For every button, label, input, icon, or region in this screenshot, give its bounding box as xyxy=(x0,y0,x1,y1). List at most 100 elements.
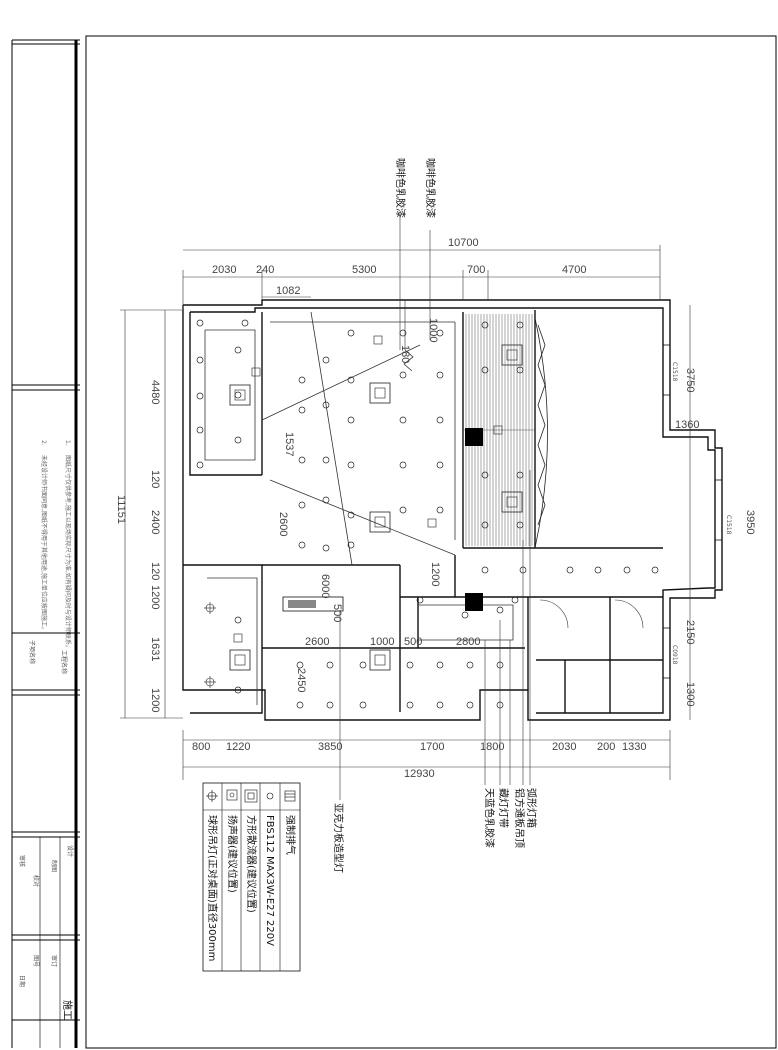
diffuser-icon xyxy=(229,649,251,671)
downlight-icon xyxy=(623,566,631,574)
dim-int-1000-h: 1000 xyxy=(370,636,394,648)
speaker-icon xyxy=(233,633,243,643)
dim-left-2: 120 xyxy=(149,470,161,488)
callout-coffee-paint-1: 咖啡色乳胶漆 xyxy=(394,158,407,218)
callout-hidden-light-strip: 藏灯灯带 xyxy=(497,788,509,828)
speaker-icon xyxy=(251,367,261,377)
row-check: 校对 xyxy=(32,875,40,887)
legend-label-downlight: FBS112 MAX3W-E27 220V xyxy=(264,815,275,946)
window-tag-1: C1518 xyxy=(671,362,678,382)
downlight-icon xyxy=(399,371,407,379)
diffuser-core xyxy=(506,349,518,361)
dim-int-180: 180 xyxy=(399,345,411,363)
downlight-icon xyxy=(296,661,304,669)
downlight-icon xyxy=(298,406,306,414)
callout-aluminium-grille: 铝方通板吊顶 xyxy=(513,788,526,848)
downlight-icon xyxy=(481,521,489,529)
black-fixture-lower xyxy=(465,593,483,611)
drawing-label: 子项名称 xyxy=(28,640,36,664)
dim-top-4: 700 xyxy=(467,264,485,276)
diffuser-core xyxy=(374,516,386,528)
callout-acrylic-lamp: 亚克力板造型灯 xyxy=(332,803,345,873)
row-design: 设计 xyxy=(66,845,74,857)
downlight-icon xyxy=(234,616,242,624)
dim-top-1: 2030 xyxy=(212,264,236,276)
row-drawing: 制图 xyxy=(50,860,58,872)
note-1-number: 1. xyxy=(64,440,71,446)
row-date: 日期 xyxy=(18,975,26,987)
diffuser-core xyxy=(506,496,518,508)
downlight-icon xyxy=(298,376,306,384)
downlight-icon xyxy=(322,496,330,504)
callout-sky-blue-paint: 天蓝色乳胶漆 xyxy=(483,788,496,848)
dim-int-2600-v: 2600 xyxy=(277,512,289,536)
downlight-icon xyxy=(406,661,414,669)
downlight-icon xyxy=(436,661,444,669)
downlight-icon xyxy=(359,701,367,709)
legend-label-vent: 强制排气 xyxy=(284,815,297,855)
downlight-icon xyxy=(326,661,334,669)
downlight-icon xyxy=(234,436,242,444)
downlight-icon xyxy=(594,566,602,574)
dim-bottom-3: 3850 xyxy=(318,741,342,753)
downlight-icon xyxy=(347,329,355,337)
dim-top-5: 4700 xyxy=(562,264,586,276)
black-fixture-upper xyxy=(465,428,483,446)
downlight-icon xyxy=(516,471,524,479)
downlight-icon xyxy=(322,401,330,409)
diffuser-core xyxy=(374,387,386,399)
downlight-icon xyxy=(196,356,204,364)
dim-bottom-7: 200 xyxy=(597,741,615,753)
legend-table: 强制排气 FBS112 MAX3W-E27 220V 方形散流器(建议位置) 扬… xyxy=(202,782,301,972)
downlight-icon xyxy=(481,471,489,479)
dim-right-3: 3950 xyxy=(744,510,756,534)
downlight-icon xyxy=(466,701,474,709)
downlight-icon xyxy=(347,541,355,549)
downlight-icon xyxy=(326,701,334,709)
dim-top-3: 5300 xyxy=(352,264,376,276)
diffuser-icon xyxy=(369,382,391,404)
downlight-icon xyxy=(481,566,489,574)
downlight-icon xyxy=(322,544,330,552)
dim-bottom-8: 1330 xyxy=(622,741,646,753)
downlight-icon xyxy=(406,701,414,709)
row-number: 图号 xyxy=(32,955,39,967)
dim-int-2450: 2450 xyxy=(295,668,307,692)
dim-int-2800: 2800 xyxy=(456,636,480,648)
downlight-icon xyxy=(298,456,306,464)
callout-arc-lightbox: 弧形灯箱 xyxy=(525,788,538,828)
window-tag-2: C1518 xyxy=(725,515,732,535)
downlight-icon xyxy=(516,366,524,374)
downlight-icon xyxy=(566,566,574,574)
dim-right-1: 3750 xyxy=(684,368,696,392)
downlight-icon xyxy=(347,461,355,469)
speaker-icon xyxy=(493,425,503,435)
light-fixtures xyxy=(196,319,659,709)
dim-right-2: 1360 xyxy=(675,419,699,431)
downlight-icon xyxy=(322,456,330,464)
downlight-icon xyxy=(436,461,444,469)
diffuser-core xyxy=(234,654,246,666)
downlight-icon xyxy=(234,391,242,399)
dim-top-total: 10700 xyxy=(448,237,479,249)
diffuser-icon xyxy=(369,511,391,533)
downlight-icon xyxy=(399,461,407,469)
downlight-icon xyxy=(298,541,306,549)
vent-icon xyxy=(284,790,296,802)
downlight-icon xyxy=(651,566,659,574)
downlight-icon xyxy=(347,511,355,519)
downlight-icon xyxy=(234,346,242,354)
dim-int-1200: 1200 xyxy=(429,562,441,586)
dim-top-2: 240 xyxy=(256,264,274,276)
downlight-icon xyxy=(196,426,204,434)
downlight-icon xyxy=(196,461,204,469)
dimension-labels: 10700 2030 240 5300 700 4700 1082 11151 … xyxy=(115,237,756,780)
ceiling-soffits xyxy=(204,311,514,705)
downlight-icon xyxy=(436,506,444,514)
dim-int-500-v: 500 xyxy=(331,604,343,622)
downlight-icon xyxy=(511,596,519,604)
downlight-icon xyxy=(466,661,474,669)
stage-label: 施工 xyxy=(61,1000,74,1020)
dim-int-1000: 1000 xyxy=(427,318,439,342)
row-approve: 审订 xyxy=(50,955,58,967)
